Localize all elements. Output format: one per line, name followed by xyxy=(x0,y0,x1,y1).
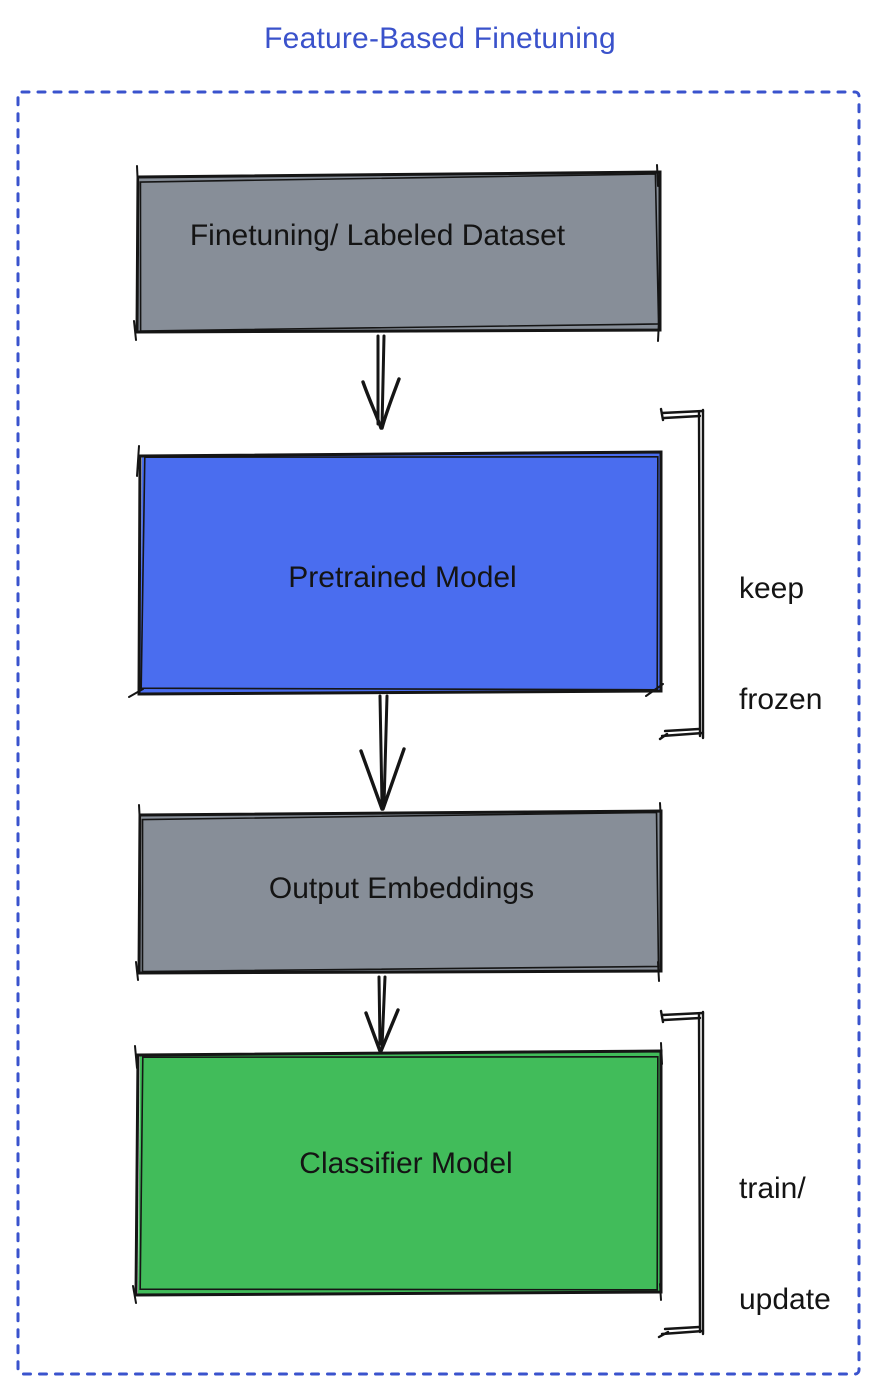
pretrained-box-corner-ticks xyxy=(128,445,664,698)
keep-frozen-line1: keep xyxy=(739,572,805,605)
dataset-box-outline xyxy=(135,170,662,334)
dataset-box-fill xyxy=(138,173,660,331)
embeddings-box xyxy=(135,802,663,982)
train-update-bracket xyxy=(657,1009,705,1339)
embeddings-box-fill xyxy=(140,812,661,972)
classifier-box-fill xyxy=(138,1052,661,1294)
pretrained-box xyxy=(128,445,664,698)
classifier-box xyxy=(132,1042,663,1304)
pretrained-box-outline xyxy=(137,450,663,696)
embeddings-box-outline xyxy=(137,809,663,975)
dataset-box xyxy=(133,164,662,342)
classifier-box-corner-ticks xyxy=(132,1042,663,1304)
arrow-embeddings-to-classifier xyxy=(364,975,400,1053)
dataset-box-corner-ticks xyxy=(133,164,660,342)
keep-frozen-annotation: keep frozen xyxy=(739,496,822,792)
arrow-dataset-to-pretrained xyxy=(361,334,401,430)
embeddings-box-corner-ticks xyxy=(135,802,662,982)
classifier-box-outline-sketch xyxy=(139,1055,659,1291)
train-update-line2: update xyxy=(739,1283,831,1316)
keep-frozen-bracket xyxy=(658,407,705,741)
arrow-pretrained-to-embeddings xyxy=(359,694,406,811)
train-update-line1: train/ xyxy=(739,1172,806,1205)
diagram-title: Feature-Based Finetuning xyxy=(264,22,616,55)
pretrained-box-fill xyxy=(140,452,661,693)
train-update-annotation: train/ update xyxy=(739,1096,831,1392)
pretrained-box-outline-sketch xyxy=(140,455,659,691)
dashed-container-border xyxy=(16,90,861,1376)
keep-frozen-line2: frozen xyxy=(739,683,823,716)
